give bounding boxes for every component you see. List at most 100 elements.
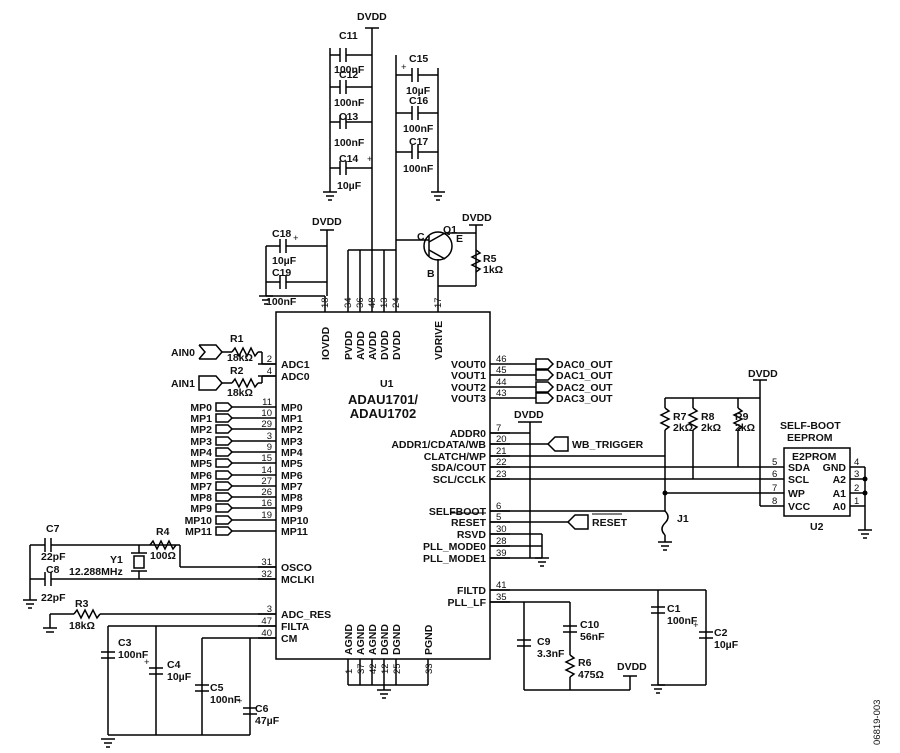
figure-id: 06819-003: [872, 700, 883, 745]
c4-value: 10µF: [167, 671, 192, 683]
dvdd-label-q1: DVDD: [462, 212, 492, 224]
q1-base: B: [427, 268, 435, 280]
r2-ref: R2: [230, 365, 244, 377]
u1-right-pin-name: SELFBOOT: [429, 506, 487, 518]
u2-right-pin-name: A0: [833, 501, 847, 513]
wb-trigger-label: WB_TRIGGER: [572, 439, 644, 451]
dac-output-label: DAC3_OUT: [556, 393, 613, 405]
u1-top-pin-name: IOVDD: [320, 326, 332, 360]
decap-column-right: +: [396, 62, 445, 201]
u1-left-pin-name: MP3: [281, 436, 303, 448]
c11-value: 100nF: [334, 64, 365, 76]
u1-right-pin-number: 6: [496, 501, 501, 512]
u1-bottom-pin-number: 1: [344, 669, 355, 674]
mp-connector-label: MP10: [185, 515, 213, 527]
control-wiring: [490, 421, 765, 567]
r7-ref: R7: [673, 411, 687, 423]
u1-right-pin-number: 30: [496, 524, 507, 535]
c9-ref: C9: [537, 636, 551, 648]
mp-connector-label: MP3: [190, 436, 212, 448]
mp-connector-label: MP0: [190, 402, 212, 414]
u2-left-pin-number: 8: [772, 496, 777, 507]
adc-filter-circuit: + +: [43, 608, 276, 748]
c7-value: 22pF: [41, 551, 66, 563]
bottom-ground-bus: [347, 659, 429, 699]
u1-right-pin-name: ADDR1/CDATA/WB: [391, 439, 486, 451]
u2-right-pin-name: GND: [823, 462, 847, 474]
c13-value: 100nF: [334, 137, 365, 149]
u1-bottom-pin-number: 12: [380, 663, 391, 674]
c5-ref: C5: [210, 682, 224, 694]
j1-ref: J1: [677, 513, 689, 525]
u1-left-pin-number: 26: [261, 487, 272, 498]
u1-top-pin-name: AVDD: [355, 331, 367, 360]
u1-top-pin-name: PVDD: [343, 330, 355, 360]
u2-left-pin-number: 6: [772, 469, 777, 480]
mp-connector-label: MP2: [190, 424, 212, 436]
u1-top-pin-number: 17: [433, 297, 444, 308]
u1-left-pin-number: 32: [261, 569, 272, 580]
u2-right-pin-number: 4: [854, 457, 859, 468]
svg-text:+: +: [693, 620, 699, 631]
r1-ref: R1: [230, 333, 244, 345]
u1-left-pin-number: 16: [261, 498, 272, 509]
c16-ref: C16: [409, 95, 428, 107]
dvdd-label-addr: DVDD: [514, 409, 544, 421]
u1-right-pin-number: 7: [496, 423, 501, 434]
c14-ref: C14: [339, 153, 358, 165]
u2-right-pin-number: 1: [854, 496, 859, 507]
u1-right-pin-number: 44: [496, 377, 507, 388]
u1-right-pin-number: 20: [496, 434, 507, 445]
pll-loop-filter: +: [490, 589, 713, 694]
dvdd-top-supply: DVDD: [357, 11, 387, 29]
u1-right-pin-number: 22: [496, 457, 507, 468]
u1-left-pin-name: MP10: [281, 515, 309, 527]
c15-value: 10µF: [406, 85, 431, 97]
r3-ref: R3: [75, 598, 89, 610]
iovdd-decap: +: [259, 229, 334, 305]
u1-right-pin-name: RSVD: [457, 529, 487, 541]
u1-name-line2: ADAU1702: [350, 406, 416, 421]
c17-ref: C17: [409, 136, 428, 148]
c10-value: 56nF: [580, 631, 605, 643]
u2-left-pin-name: SCL: [788, 474, 810, 486]
u1-right-pin-number: 41: [496, 580, 507, 591]
u1-bottom-pin-number: 25: [392, 663, 403, 674]
u1-bottom-pin-name: AGND: [367, 624, 379, 655]
u1-left-pin-name: MP1: [281, 413, 303, 425]
u1-left-pin-number: 4: [267, 366, 272, 377]
c1-value: 100nF: [667, 615, 698, 627]
dac-output-label: DAC2_OUT: [556, 382, 613, 394]
u1-ref: U1: [380, 378, 394, 390]
u1-right-pin-name: PLL_MODE1: [423, 553, 486, 565]
c17-value: 100nF: [403, 163, 434, 175]
c3-value: 100nF: [118, 649, 149, 661]
u1-top-pin-name: AVDD: [367, 331, 379, 360]
c9-value: 3.3nF: [537, 648, 565, 660]
u1-right-pin-name: RESET: [451, 517, 487, 529]
u1-left-pin-number: 47: [261, 616, 272, 627]
c5-value: 100nF: [210, 694, 241, 706]
u1-top-pins: 18IOVDD34PVDD36AVDD48AVDD13DVDD24DVDD17V…: [320, 297, 445, 360]
u1-right-pin-number: 46: [496, 354, 507, 365]
c2-ref: C2: [714, 627, 728, 639]
u2-left-pin-number: 5: [772, 457, 777, 468]
u1-left-pin-name: OSCO: [281, 562, 312, 574]
eeprom-title2: EEPROM: [787, 432, 833, 444]
u1-left-pin-name: ADC0: [281, 371, 310, 383]
u1-left-pin-number: 3: [267, 431, 272, 442]
dvdd-label-top: DVDD: [357, 11, 387, 23]
c3-ref: C3: [118, 637, 132, 649]
ain0-label: AIN0: [171, 347, 195, 359]
u1-top-pin-name: VDRIVE: [433, 321, 445, 360]
svg-text:+: +: [401, 62, 407, 73]
mp-connector-label: MP1: [190, 413, 212, 425]
u1-left-pin-name: MCLKI: [281, 574, 314, 586]
dvdd-label-pullup: DVDD: [748, 368, 778, 380]
c18-value: 10µF: [272, 255, 297, 267]
dac-output-label: DAC1_OUT: [556, 370, 613, 382]
